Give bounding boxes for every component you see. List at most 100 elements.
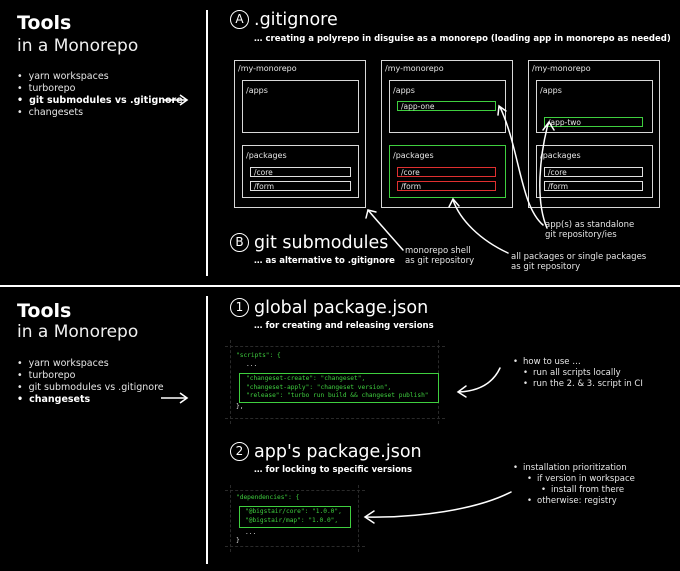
annotation-shell-line2: as git repository <box>405 256 475 266</box>
install-subsub: install from there <box>513 485 635 496</box>
top-arrow-right-icon <box>163 94 189 106</box>
repo-3-app-two: /app-two <box>544 117 643 127</box>
code2-open: "dependencies": { <box>236 494 300 501</box>
code2-highlight-box <box>239 506 351 528</box>
top-subtitle: in a Monorepo <box>17 36 139 56</box>
repo-1-pkg-core: /core <box>250 167 351 177</box>
howto-item-ci: run the 2. & 3. script in CI <box>513 379 643 390</box>
top-title: Tools <box>17 12 72 34</box>
repo-2-app-one: /app-one <box>397 101 496 111</box>
install-sub: if version in workspace <box>513 474 635 485</box>
repo-3-pkg-form: /form <box>544 181 643 191</box>
code1-guide-top <box>225 346 445 347</box>
section-b-letter: B <box>230 233 249 252</box>
code1-close: }, <box>236 403 244 410</box>
section-2-heading: 2 app's package.json <box>230 442 422 462</box>
howto-head: how to use … <box>513 357 643 368</box>
repo-1-root-label: /my-monorepo <box>238 64 297 73</box>
install-other: otherwise: registry <box>513 496 635 507</box>
repo-2-box <box>381 60 513 208</box>
repo-2-pkg-form: /form <box>397 181 496 191</box>
arrow-to-shell-icon <box>365 209 404 251</box>
arrow-to-packages-icon <box>448 197 509 254</box>
top-bullet-changesets: changesets <box>17 107 183 119</box>
section-divider-horizontal <box>0 285 680 287</box>
repo-3-packages-box <box>536 145 653 198</box>
section-2-title: app's package.json <box>254 442 422 462</box>
section-a-heading: A .gitignore <box>230 10 338 30</box>
section-2-desc: … for locking to specific versions <box>254 465 413 475</box>
section-1-heading: 1 global package.json <box>230 298 428 318</box>
bottom-bullet-list: yarn workspaces turborepo git submodules… <box>17 358 164 406</box>
top-bullet-list: yarn workspaces turborepo git submodules… <box>17 71 183 119</box>
annotation-apps-line2: git repository/ies <box>545 230 617 240</box>
repo-2-apps-label: /apps <box>393 86 415 95</box>
code1-guide-left <box>230 340 231 424</box>
code1-line-release: "release": "turbo run build && changeset… <box>246 392 429 399</box>
repo-3-pkg-core: /core <box>544 167 643 177</box>
top-divider-vertical <box>206 10 208 276</box>
repo-2-apps-box <box>389 80 506 133</box>
annotation-apps-repo: app(s) as standalone git repository/ies <box>545 220 634 240</box>
bottom-arrow-right-icon <box>161 392 189 404</box>
howto-item-local: run all scripts locally <box>513 368 643 379</box>
bottom-divider-vertical <box>206 296 208 564</box>
install-list: installation prioritization if version i… <box>513 463 635 507</box>
top-bullet-yarn: yarn workspaces <box>17 71 183 83</box>
annotation-packages-repo: all packages or single packages as git r… <box>511 252 646 272</box>
annotation-shell-line1: monorepo shell <box>405 246 471 256</box>
annotation-monorepo-shell: monorepo shell as git repository <box>405 246 474 266</box>
repo-3-packages-label: /packages <box>540 151 581 160</box>
install-head: installation prioritization <box>513 463 635 474</box>
section-1-desc: … for creating and releasing versions <box>254 321 434 331</box>
repo-3-apps-label: /apps <box>540 86 562 95</box>
code2-line-core: "@bigstair/core": "1.0.0", <box>245 508 342 515</box>
code1-line-changeset-apply: "changeset-apply": "changeset version", <box>246 383 392 391</box>
code1-guide-bottom <box>225 418 445 419</box>
repo-1-apps-box <box>242 80 359 133</box>
code1-dots: ... <box>246 361 258 368</box>
section-2-number: 2 <box>230 442 249 461</box>
bottom-bullet-turborepo: turborepo <box>17 370 164 382</box>
section-a-letter: A <box>230 10 249 29</box>
section-1-title: global package.json <box>254 298 429 318</box>
bottom-bullet-yarn: yarn workspaces <box>17 358 164 370</box>
annotation-pkgs-line2: as git repository <box>511 262 581 272</box>
repo-3-box <box>528 60 660 208</box>
repo-2-pkg-core: /core <box>397 167 496 177</box>
bottom-title: Tools <box>17 300 72 322</box>
arrow-install-icon <box>363 491 512 524</box>
code2-line-map: "@bigstair/map": "1.0.0", <box>245 516 339 524</box>
code1-highlight-box <box>239 373 439 403</box>
bottom-bullet-submodules: git submodules vs .gitignore <box>17 382 164 394</box>
howto-list: how to use … run all scripts locally run… <box>513 357 643 390</box>
repo-1-packages-box <box>242 145 359 198</box>
code1-line-changeset-create: "changeset-create": "changeset", <box>246 375 366 382</box>
top-bullet-turborepo: turborepo <box>17 83 183 95</box>
bottom-bullet-changesets: changesets <box>17 394 164 406</box>
code1-open: "scripts": { <box>236 352 281 359</box>
arrow-to-app-two-icon <box>539 120 555 229</box>
section-b-title: git submodules <box>254 233 389 253</box>
arrow-howto-icon <box>456 367 501 398</box>
code2-guide-top <box>225 490 365 491</box>
section-b-desc: … as alternative to .gitignore <box>254 256 395 266</box>
repo-3-root-label: /my-monorepo <box>532 64 591 73</box>
annotation-apps-line1: app(s) as standalone <box>545 220 635 230</box>
repo-1-packages-label: /packages <box>246 151 287 160</box>
code2-dots: ... <box>245 529 257 536</box>
code2-guide-left <box>230 485 231 552</box>
repo-2-root-label: /my-monorepo <box>385 64 444 73</box>
section-1-number: 1 <box>230 298 249 317</box>
repo-1-apps-label: /apps <box>246 86 268 95</box>
repo-1-box <box>234 60 366 208</box>
repo-2-packages-box <box>389 145 506 198</box>
annotation-pkgs-line1: all packages or single packages <box>511 252 647 262</box>
arrow-to-app-one-icon <box>497 104 544 226</box>
section-a-title: .gitignore <box>254 10 338 30</box>
repo-3-apps-box <box>536 80 653 133</box>
code2-guide-right <box>358 485 359 552</box>
section-a-desc: … creating a polyrepo in disguise as a m… <box>254 34 671 44</box>
code2-guide-bottom <box>225 546 365 547</box>
